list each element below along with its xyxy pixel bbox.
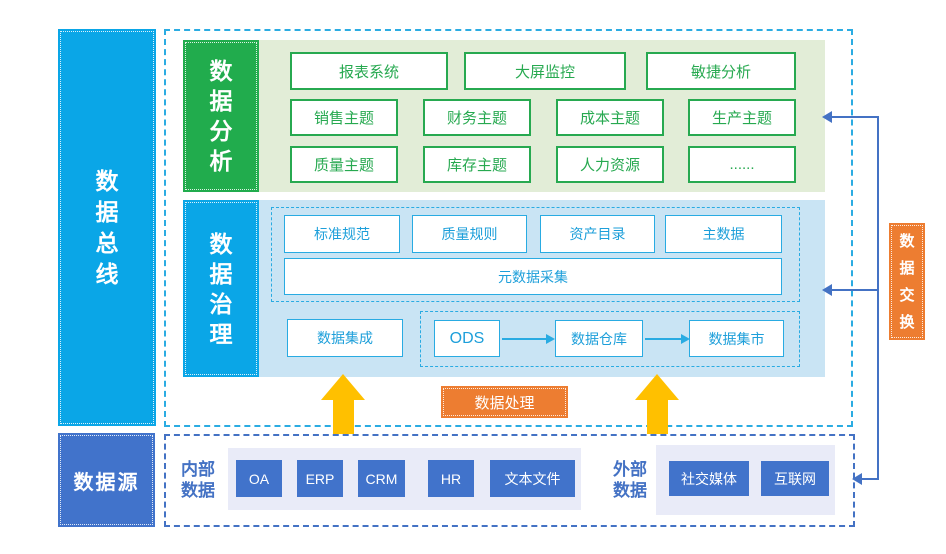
arrow-shaft	[646, 400, 668, 434]
exchange-connector-vline	[877, 116, 879, 480]
arrow-left-icon	[822, 111, 832, 123]
governance-box-asset-catalog: 资产目录	[540, 215, 655, 253]
source-box-erp: ERP	[297, 460, 343, 497]
warehouse-dashed-frame	[420, 311, 800, 367]
flow-arrow-line	[502, 338, 547, 340]
analysis-box-agile-analysis: 敏捷分析	[646, 52, 796, 90]
bus-dashed-frame	[164, 29, 853, 427]
arrow-shaft	[332, 400, 354, 434]
governance-label-text: 数据治理	[209, 230, 233, 347]
source-box-oa: OA	[236, 460, 282, 497]
data-source-label: 数据源	[58, 433, 155, 527]
exchange-connector-hline	[831, 289, 878, 291]
data-bus-label: 数据总线	[95, 167, 119, 287]
analysis-box-inventory-theme: 库存主题	[423, 146, 531, 183]
governance-rules-dashed-frame	[271, 207, 800, 302]
governance-section-label: 数据治理	[183, 200, 259, 377]
upload-arrow-icon	[321, 374, 365, 434]
flow-arrow-right-icon	[681, 334, 690, 344]
source-box-text-files: 文本文件	[490, 460, 575, 497]
source-box-hr: HR	[428, 460, 474, 497]
source-box-crm: CRM	[358, 460, 405, 497]
analysis-box-quality-theme: 质量主题	[290, 146, 398, 183]
pipeline-box-ods: ODS	[434, 320, 500, 357]
analysis-box-report-system: 报表系统	[290, 52, 448, 90]
governance-box-master-data: 主数据	[665, 215, 782, 253]
pipeline-box-warehouse: 数据仓库	[555, 320, 643, 357]
analysis-box-hr-theme: 人力资源	[556, 146, 664, 183]
flow-arrow-right-icon	[546, 334, 555, 344]
analysis-box-production-theme: 生产主题	[688, 99, 796, 136]
analysis-label-text: 数据分析	[209, 58, 233, 174]
internal-data-label: 内部数据	[181, 460, 215, 500]
arrow-head	[635, 374, 679, 400]
exchange-label-text: 数据交换	[899, 232, 915, 331]
governance-box-data-integration: 数据集成	[287, 319, 403, 357]
analysis-box-sales-theme: 销售主题	[290, 99, 398, 136]
analysis-box-finance-theme: 财务主题	[423, 99, 531, 136]
analysis-section-label: 数据分析	[183, 40, 259, 192]
processing-box: 数据处理	[441, 386, 568, 418]
exchange-connector-hline	[831, 116, 878, 118]
governance-box-metadata-collection: 元数据采集	[284, 258, 782, 295]
arrow-left-icon	[852, 473, 862, 485]
flow-arrow-line	[645, 338, 682, 340]
source-box-internet: 互联网	[761, 461, 829, 496]
governance-box-quality-rules: 质量规则	[412, 215, 527, 253]
data-bus-bar: 数据总线	[58, 29, 156, 426]
pipeline-box-data-mart: 数据集市	[689, 320, 784, 357]
arrow-left-icon	[822, 284, 832, 296]
analysis-box-ellipsis: ......	[688, 146, 796, 183]
external-data-label: 外部数据	[613, 460, 647, 500]
analysis-box-cost-theme: 成本主题	[556, 99, 664, 136]
source-box-social-media: 社交媒体	[669, 461, 749, 496]
governance-box-standards: 标准规范	[284, 215, 400, 253]
analysis-box-screen-monitor: 大屏监控	[464, 52, 626, 90]
arrow-head	[321, 374, 365, 400]
upload-arrow-icon	[635, 374, 679, 434]
exchange-box: 数据交换	[889, 223, 925, 340]
exchange-connector-hline	[861, 478, 878, 480]
